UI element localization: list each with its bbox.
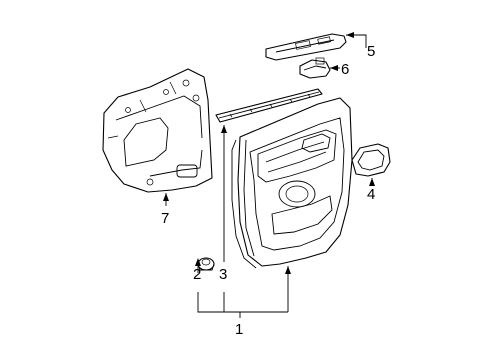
callout-1: 1 — [235, 321, 243, 338]
callout-4: 4 — [367, 186, 375, 203]
part-5-switch-bezel — [265, 33, 347, 61]
part-3-window-seal — [215, 88, 323, 123]
part-2-clip — [197, 257, 215, 271]
part-4-pull-cup — [351, 143, 391, 177]
callout-6: 6 — [341, 61, 349, 78]
callout-2: 2 — [193, 266, 201, 283]
callout-3: 3 — [219, 266, 227, 283]
callout-7: 7 — [161, 210, 169, 227]
leader-lines — [163, 32, 375, 318]
part-6-switch — [299, 57, 331, 79]
part-1-door-trim-panel — [231, 97, 353, 269]
callout-5: 5 — [367, 43, 375, 60]
part-7-deflector — [102, 68, 213, 193]
